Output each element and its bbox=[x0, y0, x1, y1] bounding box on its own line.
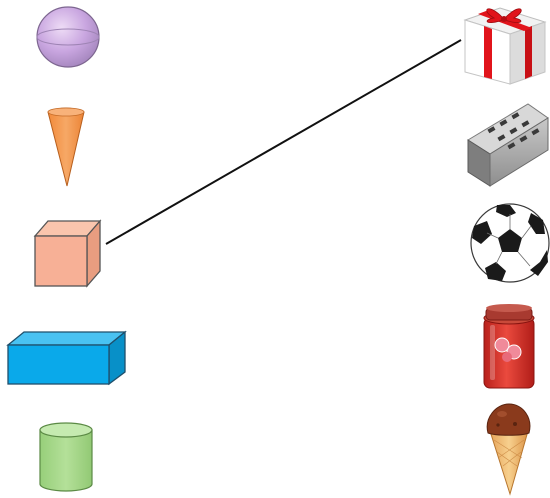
brick-icon[interactable] bbox=[467, 103, 549, 187]
cylinder-shape[interactable] bbox=[39, 422, 93, 492]
jam-jar-icon[interactable] bbox=[483, 304, 535, 389]
match-line-cube-shape-to-gift-box-icon bbox=[105, 39, 462, 245]
connections-layer bbox=[105, 39, 462, 245]
gift-box-icon[interactable] bbox=[463, 7, 547, 85]
sphere-shape[interactable] bbox=[36, 6, 100, 68]
cone-shape[interactable] bbox=[47, 107, 85, 187]
cuboid-shape[interactable] bbox=[6, 330, 127, 386]
football-icon[interactable] bbox=[470, 203, 550, 283]
cube-shape[interactable] bbox=[33, 219, 102, 288]
ice-cream-cone-icon[interactable] bbox=[486, 403, 531, 496]
